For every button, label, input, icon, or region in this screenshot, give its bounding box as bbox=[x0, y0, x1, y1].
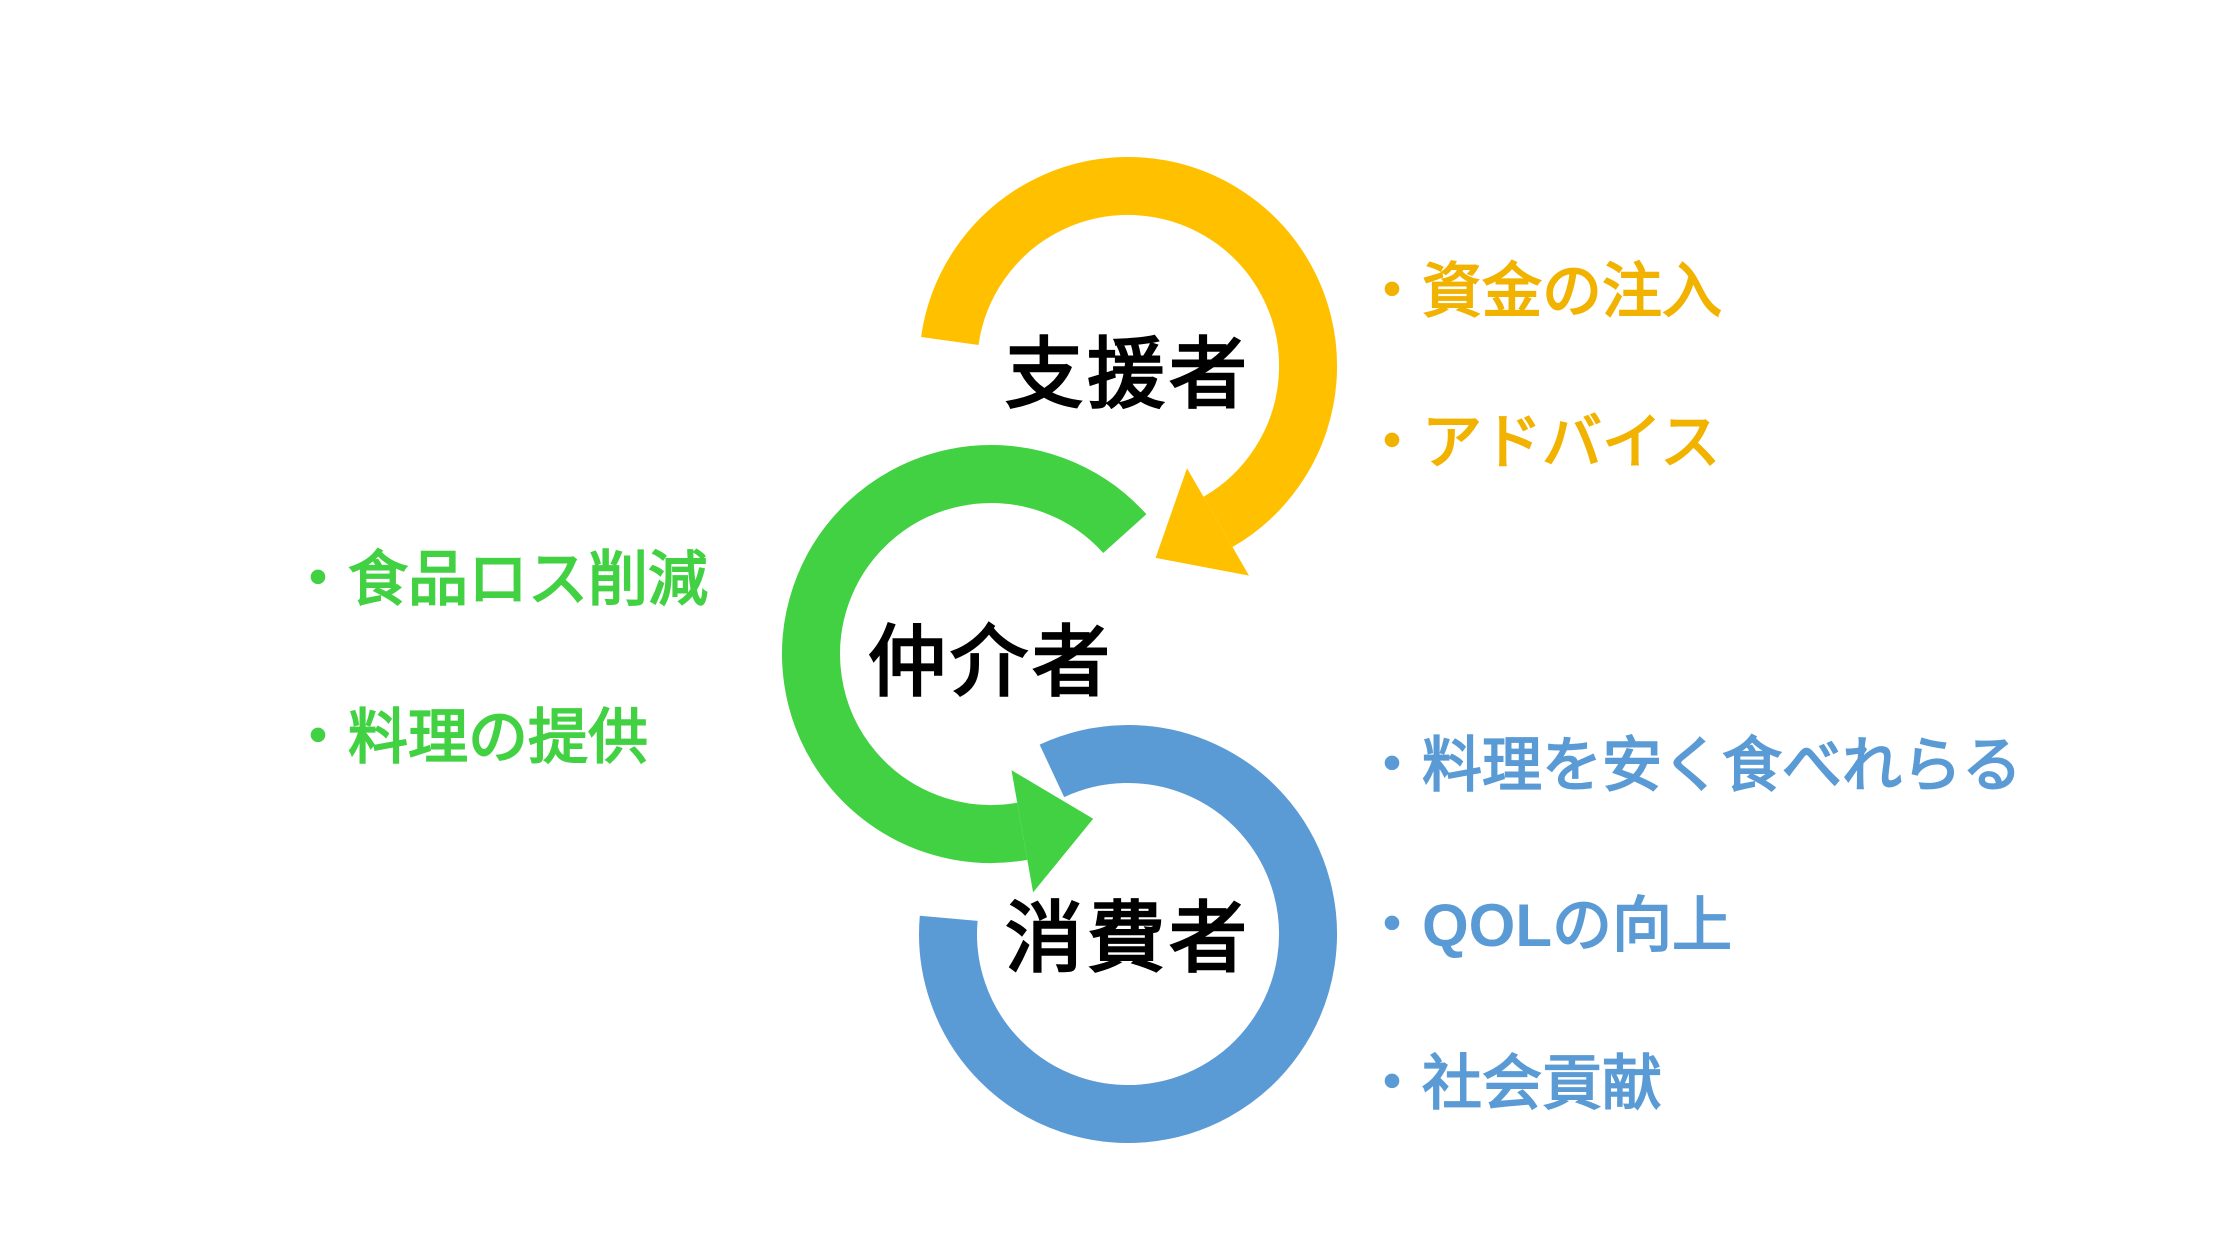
supporter-cycle-arrow bbox=[921, 157, 1338, 576]
bullet-intermediary-foodloss: ・食品ロス削減 bbox=[288, 546, 708, 613]
consumer-cycle-arrow bbox=[919, 725, 1337, 1144]
bullet-consumer-cheap-meals: ・料理を安く食べれらる bbox=[1362, 732, 2022, 799]
bullet-consumer-social: ・社会貢献 bbox=[1362, 1050, 1662, 1117]
node-label-intermediary: 仲介者 bbox=[867, 618, 1115, 706]
intermediary-arrowhead-icon bbox=[1011, 770, 1094, 893]
bullet-supporter-advice: ・アドバイス bbox=[1362, 409, 1721, 476]
intermediary-ring-arc bbox=[782, 445, 1147, 864]
bullet-consumer-qol: ・QOLの向上 bbox=[1362, 892, 1732, 959]
supporter-arrowhead-icon bbox=[1155, 468, 1249, 576]
intermediary-cycle-arrow bbox=[782, 445, 1147, 893]
bullet-supporter-funding: ・資金の注入 bbox=[1362, 258, 1722, 325]
node-label-supporter: 支援者 bbox=[1004, 330, 1252, 418]
consumer-ring-arc bbox=[919, 725, 1337, 1144]
node-label-consumer: 消費者 bbox=[1004, 894, 1252, 982]
supporter-ring-arc bbox=[921, 157, 1338, 547]
bullet-intermediary-meals: ・料理の提供 bbox=[288, 704, 648, 771]
